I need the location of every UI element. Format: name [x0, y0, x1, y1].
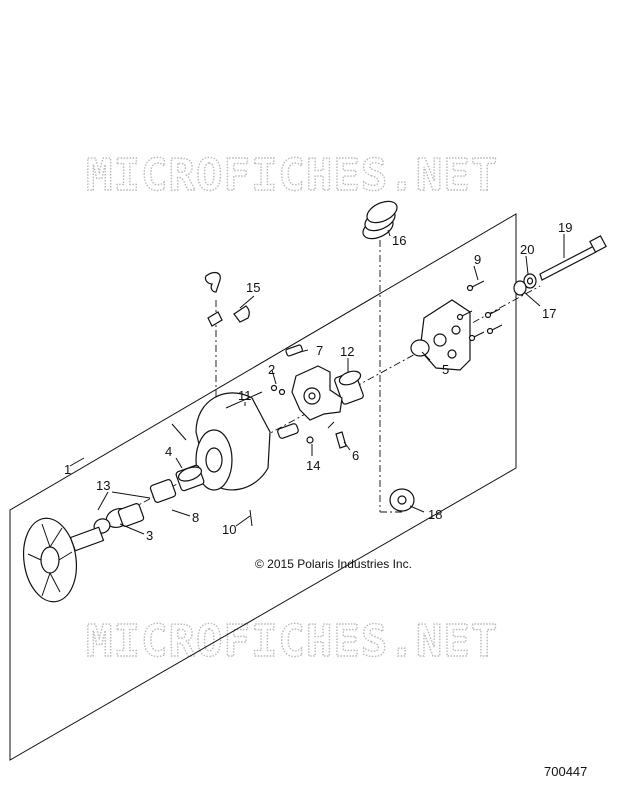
weight-part — [204, 271, 250, 327]
callout-15: 15 — [246, 280, 260, 295]
callout-5: 5 — [442, 362, 449, 377]
bushing-part — [334, 370, 364, 405]
callout-3: 3 — [146, 528, 153, 543]
callout-16: 16 — [392, 233, 406, 248]
leader-lines — [69, 229, 565, 535]
callout-2: 2 — [268, 362, 275, 377]
callout-18: 18 — [428, 507, 442, 522]
callout-12: 12 — [340, 344, 354, 359]
nut-part — [513, 280, 527, 296]
fixed-sheave-part — [22, 517, 105, 603]
small-rollers-part — [270, 384, 286, 396]
callout-1: 1 — [64, 462, 71, 477]
callout-9: 9 — [474, 252, 481, 267]
callout-6: 6 — [352, 448, 359, 463]
pin-part — [285, 344, 303, 357]
callout-7: 7 — [316, 343, 323, 358]
assembly-outline — [9, 213, 517, 761]
bearing-part — [175, 464, 205, 492]
spider-hub-part — [291, 365, 343, 421]
callout-17: 17 — [542, 306, 556, 321]
drawing-number: 700447 — [544, 764, 587, 779]
spring-part — [362, 200, 398, 240]
callout-11: 11 — [238, 388, 252, 403]
retaining-ring-part — [93, 503, 145, 534]
callout-19: 19 — [558, 220, 572, 235]
bolt-part — [539, 235, 607, 281]
callout-10: 10 — [222, 522, 236, 537]
copyright-text: © 2015 Polaris Industries Inc. — [255, 557, 412, 571]
cover-plate-part — [410, 299, 471, 371]
screw-set-part — [456, 280, 503, 342]
callout-8: 8 — [192, 510, 199, 525]
pin-left-part — [171, 423, 187, 441]
sleeve-part — [149, 479, 177, 503]
watermark-bottom: MICROFICHES.NET — [86, 616, 498, 667]
washer-hole — [526, 277, 534, 285]
roller-set-part — [277, 423, 314, 444]
watermark-top: MICROFICHES.NET — [86, 150, 498, 201]
callout-4: 4 — [165, 444, 172, 459]
roll-pin-part — [249, 509, 253, 527]
callout-20: 20 — [520, 242, 534, 257]
moveable-sheave-part — [195, 391, 271, 491]
callout-13: 13 — [96, 478, 110, 493]
clip-part — [327, 421, 347, 449]
thrust-washer-part — [389, 488, 415, 512]
callout-14: 14 — [306, 458, 320, 473]
